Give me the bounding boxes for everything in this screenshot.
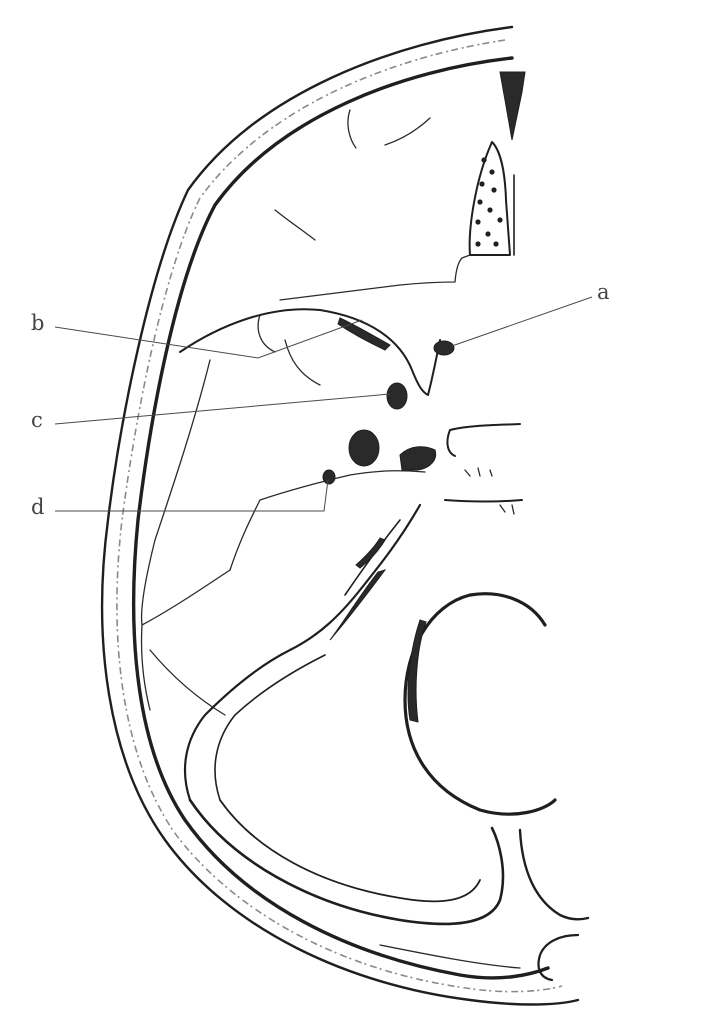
outer-skull-contour xyxy=(100,25,580,1006)
sinus-dots xyxy=(475,157,503,247)
crista-galli xyxy=(499,71,526,141)
label-d: d xyxy=(31,495,45,519)
lesser-wing-inner xyxy=(257,314,321,386)
sella-top xyxy=(446,423,521,457)
occipital-crest-right xyxy=(518,828,590,921)
foramen-magnum-shade xyxy=(407,619,427,723)
foramen-magnum xyxy=(403,592,557,816)
foramen-a xyxy=(433,340,455,356)
anterior-fossa-border xyxy=(279,254,471,301)
sella-bottom xyxy=(444,499,523,503)
inner-skull-contour xyxy=(131,56,550,980)
foramen-lacerum xyxy=(399,446,437,471)
transverse-groove-outer xyxy=(188,798,505,926)
transverse-groove-inner xyxy=(219,799,481,903)
fossa-mark-1 xyxy=(347,109,357,149)
occipital-line xyxy=(379,944,521,969)
label-c: c xyxy=(31,408,43,432)
petrous-solid xyxy=(329,569,387,641)
foramen-c xyxy=(386,382,408,410)
label-b: b xyxy=(31,311,45,335)
petrous-ridge-inner xyxy=(214,519,401,801)
squamous-suture xyxy=(140,624,226,716)
lesser-wing xyxy=(179,308,441,396)
dorsum-marks xyxy=(464,467,515,515)
diploe-band xyxy=(116,39,563,993)
fossa-mark-2 xyxy=(384,117,431,146)
petrous-solid-2 xyxy=(355,537,386,569)
petrous-ridge xyxy=(183,503,422,802)
foramen-ovale xyxy=(348,429,380,467)
sphenoid-suture xyxy=(229,470,426,571)
label-a: a xyxy=(597,280,610,304)
frontal-sinus xyxy=(468,141,511,256)
fossa-mark-3 xyxy=(274,209,316,241)
foramen-d xyxy=(322,469,336,485)
occipital-lower xyxy=(537,933,580,982)
